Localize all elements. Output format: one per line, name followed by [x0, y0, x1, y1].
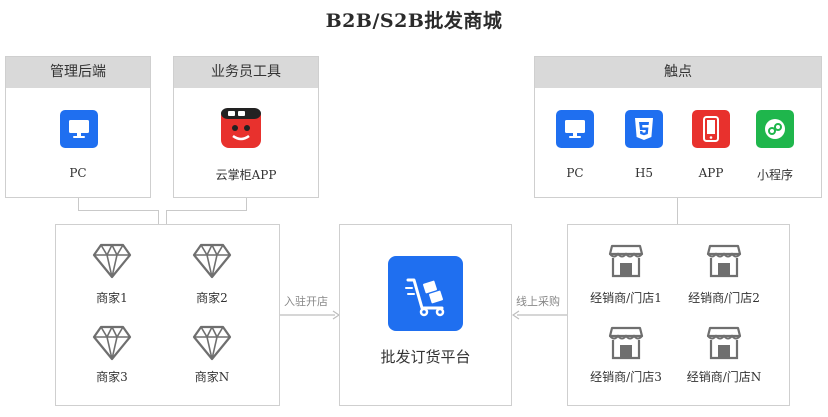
- html5-icon: [625, 110, 663, 148]
- arrow-label-online-purchase: 线上采购: [516, 295, 560, 308]
- connector-admin-down: [78, 198, 79, 210]
- touchpoints-panel: 触点 PC H5 APP 小程序: [534, 56, 822, 198]
- admin-panel: 管理后端 PC: [5, 56, 151, 198]
- touch-app-label: APP: [698, 166, 724, 180]
- merchant-n-label: 商家N: [194, 370, 230, 384]
- merchants-box: 商家1 商家2 商家3 商家N: [55, 224, 280, 406]
- store-icon: [608, 325, 644, 361]
- connector-merchants-up: [158, 210, 159, 224]
- sales-tool-panel: 业务员工具 云掌柜APP: [173, 56, 319, 198]
- connector-admin-horizontal: [78, 210, 158, 211]
- mini-program-icon: [756, 110, 794, 148]
- admin-pc-label: PC: [69, 166, 87, 180]
- store-1-label: 经销商/门店1: [590, 291, 662, 305]
- diamond-icon: [92, 325, 132, 361]
- store-2-label: 经销商/门店2: [688, 291, 760, 305]
- diamond-icon: [92, 243, 132, 279]
- sales-app-label: 云掌柜APP: [215, 168, 277, 182]
- store-3-label: 经销商/门店3: [590, 370, 662, 384]
- store-icon: [706, 243, 742, 279]
- arrow-onboard: [280, 310, 340, 320]
- admin-panel-header: 管理后端: [6, 57, 150, 88]
- touchpoints-panel-header: 触点: [535, 57, 821, 88]
- cart-icon: [388, 256, 463, 331]
- merchant-2-label: 商家2: [196, 291, 228, 305]
- platform-box: 批发订货平台: [339, 224, 512, 406]
- diagram-title: B2B/S2B批发商城: [325, 10, 503, 32]
- monitor-icon: [556, 110, 594, 148]
- touch-h5-label: H5: [634, 166, 654, 180]
- store-icon: [706, 325, 742, 361]
- store-icon: [608, 243, 644, 279]
- arrow-label-onboard: 入驻开店: [284, 295, 328, 308]
- diamond-icon: [192, 325, 232, 361]
- touch-pc-label: PC: [566, 166, 584, 180]
- sales-tool-panel-header: 业务员工具: [174, 57, 318, 88]
- touch-miniprogram-label: 小程序: [756, 168, 793, 182]
- arrow-online-purchase: [512, 310, 567, 320]
- stores-box: 经销商/门店1 经销商/门店2 经销商/门店3 经销商/门店N: [567, 224, 790, 406]
- store-n-label: 经销商/门店N: [686, 370, 762, 384]
- merchant-1-label: 商家1: [96, 291, 128, 305]
- diamond-icon: [192, 243, 232, 279]
- connector-sales-merchants: [166, 210, 167, 224]
- merchant-3-label: 商家3: [96, 370, 128, 384]
- phone-icon: [692, 110, 730, 148]
- connector-touchpoints-stores: [677, 198, 678, 224]
- monitor-icon: [60, 110, 98, 148]
- app-logo-icon: [221, 108, 261, 148]
- connector-sales-horizontal: [166, 210, 247, 211]
- connector-sales-down: [246, 198, 247, 210]
- platform-label: 批发订货平台: [380, 348, 471, 366]
